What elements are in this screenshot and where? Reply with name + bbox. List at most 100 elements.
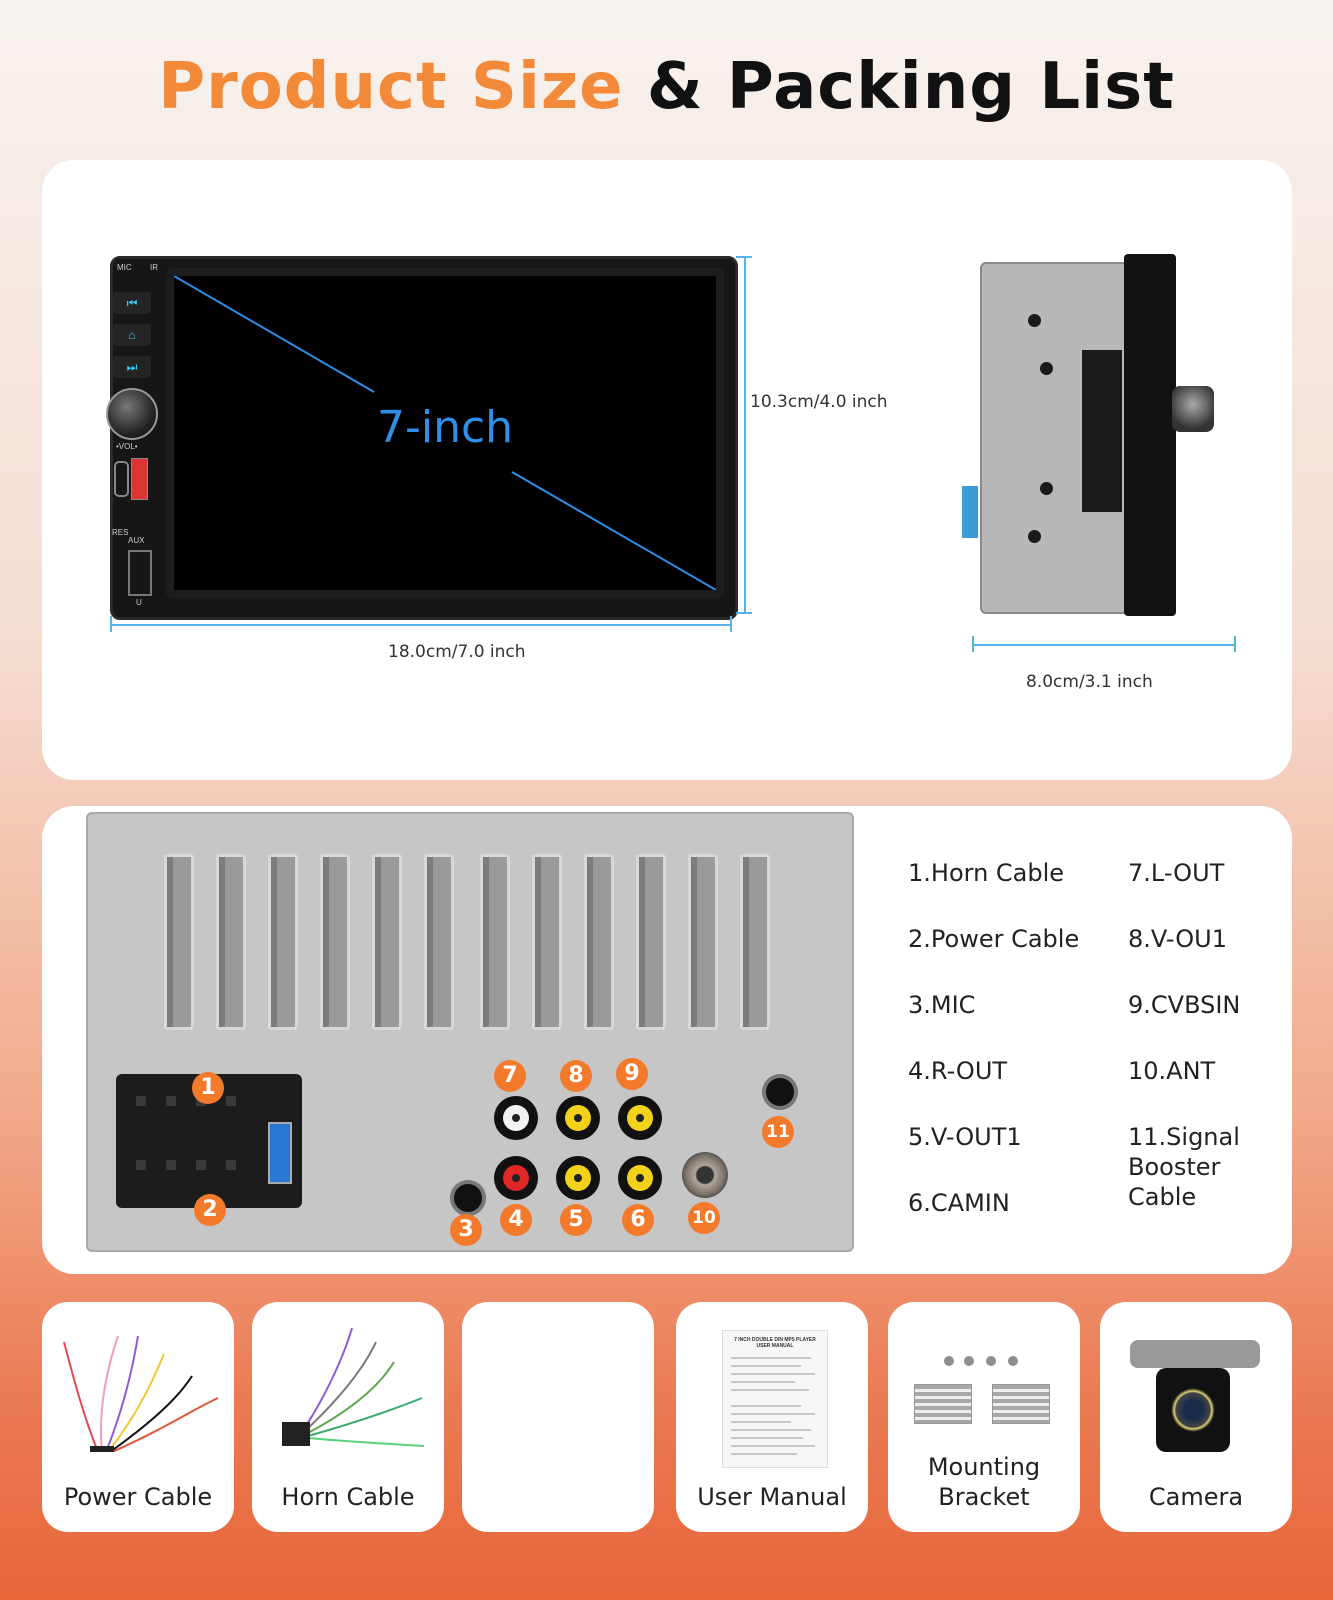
mic-label: MIC [117,263,132,272]
port-badge: 7 [494,1060,526,1092]
title-rest: & Packing List [646,50,1175,124]
port-badge: 4 [500,1204,532,1236]
connector-pin [226,1096,236,1106]
legend-item: 11.Signal Booster Cable [1128,1123,1240,1211]
connector-pin [136,1160,146,1170]
sd-slot [128,550,152,596]
usb-c-port [114,461,129,497]
power-cable-icon [63,1335,219,1452]
side-faceplate [1124,254,1176,616]
legend-item: 2.Power Cable [908,925,1080,953]
vent-slot [740,854,770,1030]
manual-text-line [731,1389,809,1391]
legend-item: 3.MIC [908,991,976,1019]
vent-slot [320,854,350,1030]
vent-slot [164,854,194,1030]
manual-text-line [731,1413,815,1415]
res-label: RES [112,528,129,537]
port-badge: 5 [560,1204,592,1236]
connector-pin [226,1160,236,1170]
width-dimension-line [110,624,732,626]
connector-pin [136,1096,146,1106]
port-badge: 8 [560,1060,592,1092]
manual-text-line [731,1437,803,1439]
signal-booster-port [762,1074,798,1110]
home-icon: ⌂ [113,324,151,346]
aux-label: AUX [128,536,145,545]
width-dimension-cap [110,616,112,632]
side-bracket [1082,350,1122,512]
manual-text-line [731,1453,797,1455]
horn-cable-icon [282,1327,425,1447]
legend-item: 5.V-OUT1 [908,1123,1022,1151]
usb-port [131,458,148,500]
packing-item-empty [462,1302,654,1532]
height-label: 10.3cm/4.0 inch [750,392,888,412]
vent-slot [372,854,402,1030]
rca-yellow-port [618,1156,662,1200]
manual-text-line [731,1421,791,1423]
vent-slot [480,854,510,1030]
manual-text-line [731,1357,811,1359]
packing-item-label: Mounting Bracket [927,1453,1041,1511]
bracket-icon [992,1384,1050,1424]
legend-item: 6.CAMIN [908,1189,1010,1217]
connector-pin [196,1160,206,1170]
side-knob [1172,386,1214,432]
depth-dimension-cap [1234,636,1236,652]
manual-text-line [731,1365,801,1367]
packing-item-label: Camera [1148,1483,1244,1511]
legend-item: 1.Horn Cable [908,859,1065,887]
port-badge: 1 [192,1072,224,1104]
depth-label: 8.0cm/3.1 inch [1026,672,1153,692]
packing-item-label: Horn Cable [281,1483,415,1511]
antenna-port [682,1152,728,1198]
rca-white-port [494,1096,538,1140]
screw-icon [964,1356,974,1366]
legend-item: 7.L-OUT [1128,859,1225,887]
manual-text-line [731,1405,801,1407]
screw-icon [986,1356,996,1366]
vent-slot [584,854,614,1030]
manual-text-line [731,1373,815,1375]
user-manual-icon: 7 INCH DOUBLE DIN MP5 PLAYER USER MANUAL [722,1330,828,1468]
screw-icon [944,1356,954,1366]
port-badge: 6 [622,1204,654,1236]
cable-tag [962,486,978,538]
port-badge: 11 [762,1116,794,1148]
packing-item-label: Power Cable [63,1483,213,1511]
legend-item: 9.CVBSIN [1128,991,1241,1019]
legend-item: 4.R-OUT [908,1057,1008,1085]
next-track-icon: ⏭ [113,356,151,378]
manual-text-line [731,1381,795,1383]
screw-hole [1040,362,1053,375]
rca-yellow-port [618,1096,662,1140]
u-label: U [136,598,142,607]
screw-hole [1040,482,1053,495]
vent-slot [216,854,246,1030]
prev-track-icon: ⏮ [113,292,151,314]
fuse [268,1122,292,1184]
port-badge: 3 [450,1214,482,1246]
screw-icon [1008,1356,1018,1366]
port-badge: 10 [688,1202,720,1234]
depth-dimension-line [972,644,1236,646]
title-accent: Product Size [158,50,624,124]
connector-pin [166,1096,176,1106]
rca-yellow-port [556,1156,600,1200]
manual-title: 7 INCH DOUBLE DIN MP5 PLAYER USER MANUAL [734,1337,816,1349]
depth-dimension-cap [972,636,974,652]
manual-text-line [731,1429,811,1431]
packing-item-horn-cable: Horn Cable [252,1302,444,1532]
port-badge: 9 [616,1058,648,1090]
packing-item-label: User Manual [697,1483,847,1511]
camera-mount-icon [1130,1340,1260,1368]
screw-hole [1028,530,1041,543]
rca-red-port [494,1156,538,1200]
screen-size-label: 7-inch [376,402,514,453]
height-dimension-cap [736,256,752,258]
screen-diagonal [174,276,716,590]
vent-slot [268,854,298,1030]
vent-slot [532,854,562,1030]
height-dimension-cap [736,612,752,614]
